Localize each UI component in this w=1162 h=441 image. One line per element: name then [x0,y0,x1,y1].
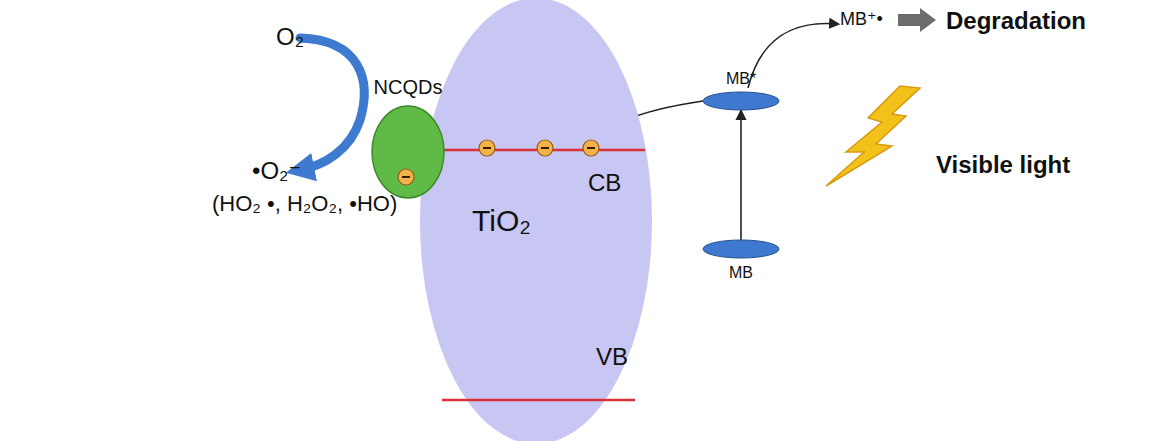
tio2-ellipse [420,0,652,441]
electron [583,140,599,156]
process-label: Degradation [946,8,1086,34]
electron-transfer-arrow [740,110,742,240]
electron [398,169,414,185]
node-outline [703,92,779,110]
state-label: MB* [726,70,756,88]
component-label: NCQDs [374,76,443,98]
electron-charge [402,176,410,178]
state-label: MB [729,264,753,282]
electron [537,140,553,156]
species-label: O₂ [276,24,304,50]
species-label: MB⁺• [840,10,883,30]
electron-charge [541,147,549,149]
electron-charge [587,147,595,149]
species-label: (HO₂ •, H₂O₂, •HO) [212,192,397,216]
ncqd-dot: NCQDs [372,106,444,198]
energy-level [703,92,779,110]
oxygen-reduction-arrow [300,38,364,170]
band-label: CB [588,170,621,196]
tio2-particle: TiO₂ CB VB [420,0,652,441]
light-label: Visible light [936,152,1070,178]
node-outline [372,106,444,198]
excited-state: MB* [703,92,779,110]
energy-level [703,240,779,258]
valence-band [442,399,635,402]
material-label: TiO₂ [472,204,531,237]
light-bolt [826,86,920,186]
oxidation-arrow [748,24,838,88]
species-label: •O₂⁻ [252,158,301,184]
band-label: VB [596,344,628,370]
node-outline [703,240,779,258]
ncqd-ellipse [372,106,444,198]
electron-charge [483,147,491,149]
electron [479,140,495,156]
ground-state: MB [703,240,779,258]
node-outline [420,0,652,441]
degradation-arrow [898,8,936,32]
